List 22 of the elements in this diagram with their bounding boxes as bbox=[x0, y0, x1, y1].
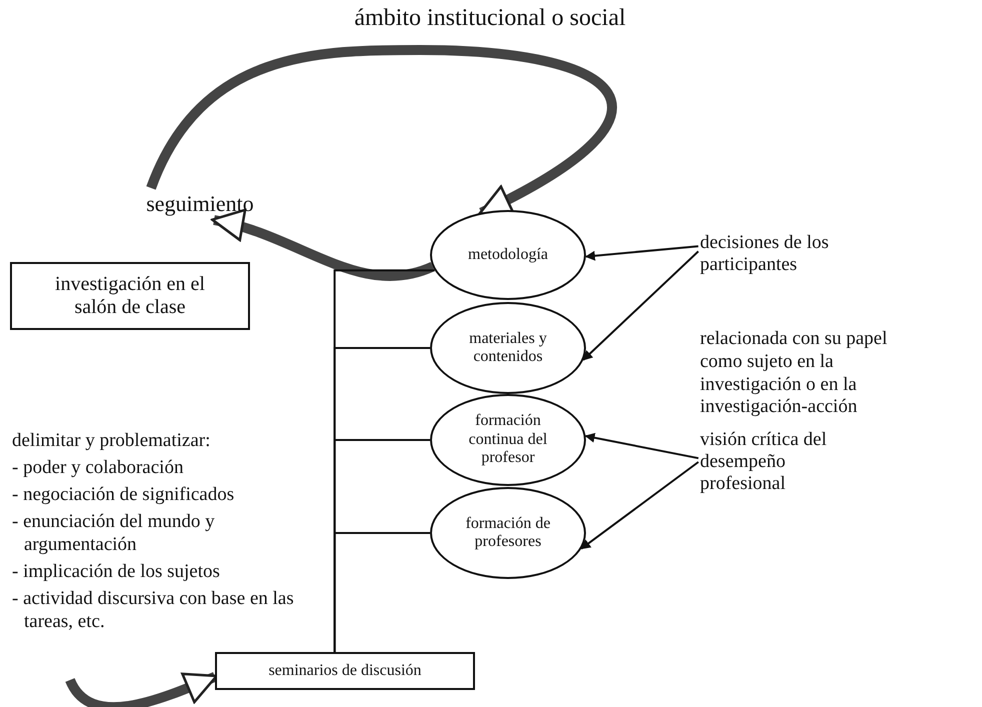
topic-ellipse: formación continua del profesor bbox=[430, 394, 586, 486]
heading-label: ámbito institucional o social bbox=[353, 4, 627, 33]
list-item: - implicación de los sujetos bbox=[12, 561, 221, 584]
list-item: delimitar y problematizar: bbox=[12, 430, 212, 453]
arrow bbox=[585, 245, 698, 261]
node-label: visión crítica del desempeño profesional bbox=[700, 424, 865, 500]
topic-ellipse: formación de profesores bbox=[430, 487, 586, 579]
list-item: - actividad discursiva con base en las tareas, etc. bbox=[12, 588, 295, 634]
list-item: - enunciación del mundo y argumentación bbox=[12, 511, 216, 557]
node-label: seguimiento bbox=[130, 188, 270, 220]
connector-line bbox=[334, 532, 430, 652]
node-label: decisiones de los participantes bbox=[700, 228, 875, 280]
note-text: relacionada con su papel como sujeto en la investigación o en la investigación-acción bbox=[700, 328, 888, 420]
list-item: - poder y colaboración bbox=[12, 457, 184, 480]
list-item: - negociación de significados bbox=[12, 484, 236, 507]
process-box: investigación en el salón de clase bbox=[10, 262, 250, 330]
topic-ellipse: metodología bbox=[430, 210, 586, 300]
topic-ellipse: materiales y contenidos bbox=[430, 302, 586, 394]
curved-arrow bbox=[211, 210, 434, 281]
arrow bbox=[584, 432, 699, 460]
process-box: seminarios de discusión bbox=[215, 652, 475, 690]
arrow bbox=[582, 250, 699, 361]
